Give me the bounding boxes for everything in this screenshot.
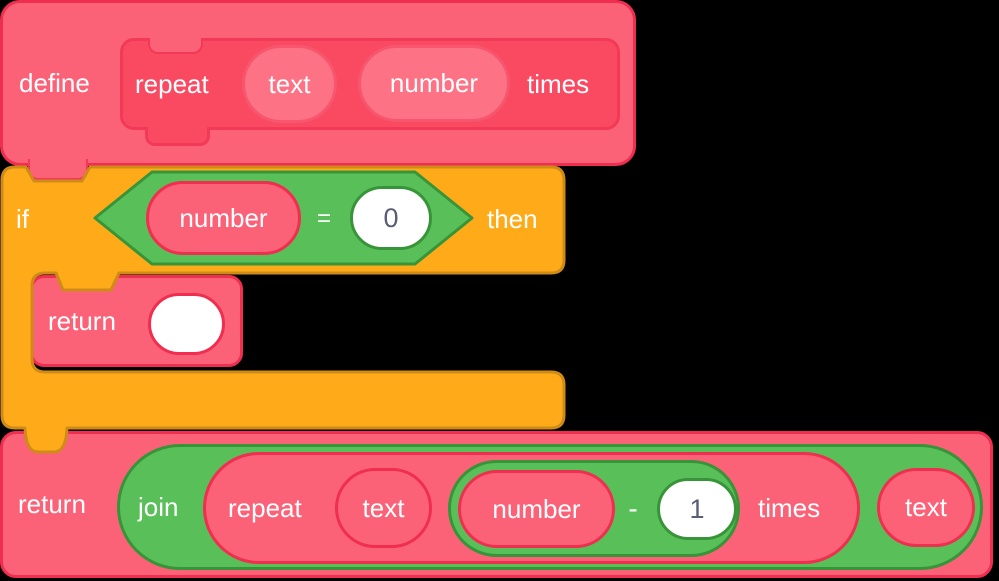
times-label: times [527, 69, 590, 99]
repeat-label: repeat [135, 69, 209, 99]
times-label: times [758, 493, 821, 523]
text-parameter-oval[interactable]: text [242, 45, 337, 123]
one-input-oval[interactable]: 1 [657, 478, 737, 540]
return-recursive-block[interactable]: return join repeat text number - 1 times… [0, 431, 993, 578]
if-label: if [16, 204, 29, 234]
define-label: define [19, 68, 90, 98]
equals-label: = [316, 205, 331, 232]
repeat-call-reporter[interactable]: repeat text number - 1 times [203, 452, 860, 564]
empty-value-oval[interactable] [148, 293, 225, 355]
repeat-label: repeat [228, 493, 302, 523]
custom-block-prototype[interactable]: repeat text number times [120, 38, 620, 146]
text-variable-oval-2[interactable]: text [877, 468, 975, 547]
number-variable-oval[interactable]: number [458, 470, 615, 548]
subtraction-operator-block[interactable]: number - 1 [448, 460, 740, 557]
number-variable-oval[interactable]: number [146, 181, 301, 255]
join-label: join [138, 492, 179, 522]
text-variable-oval[interactable]: text [335, 468, 432, 548]
then-label: then [487, 204, 538, 234]
minus-label: - [628, 492, 638, 524]
return-label: return [48, 306, 116, 336]
define-hat-block[interactable]: define repeat text number times [0, 0, 636, 166]
prototype-bottom-bump [145, 127, 210, 146]
number-parameter-oval[interactable]: number [358, 45, 510, 122]
zero-input-oval[interactable]: 0 [350, 186, 432, 250]
prototype-top-notch [148, 38, 203, 54]
return-label: return [18, 489, 86, 519]
join-reporter-block[interactable]: join repeat text number - 1 times text [117, 444, 983, 570]
